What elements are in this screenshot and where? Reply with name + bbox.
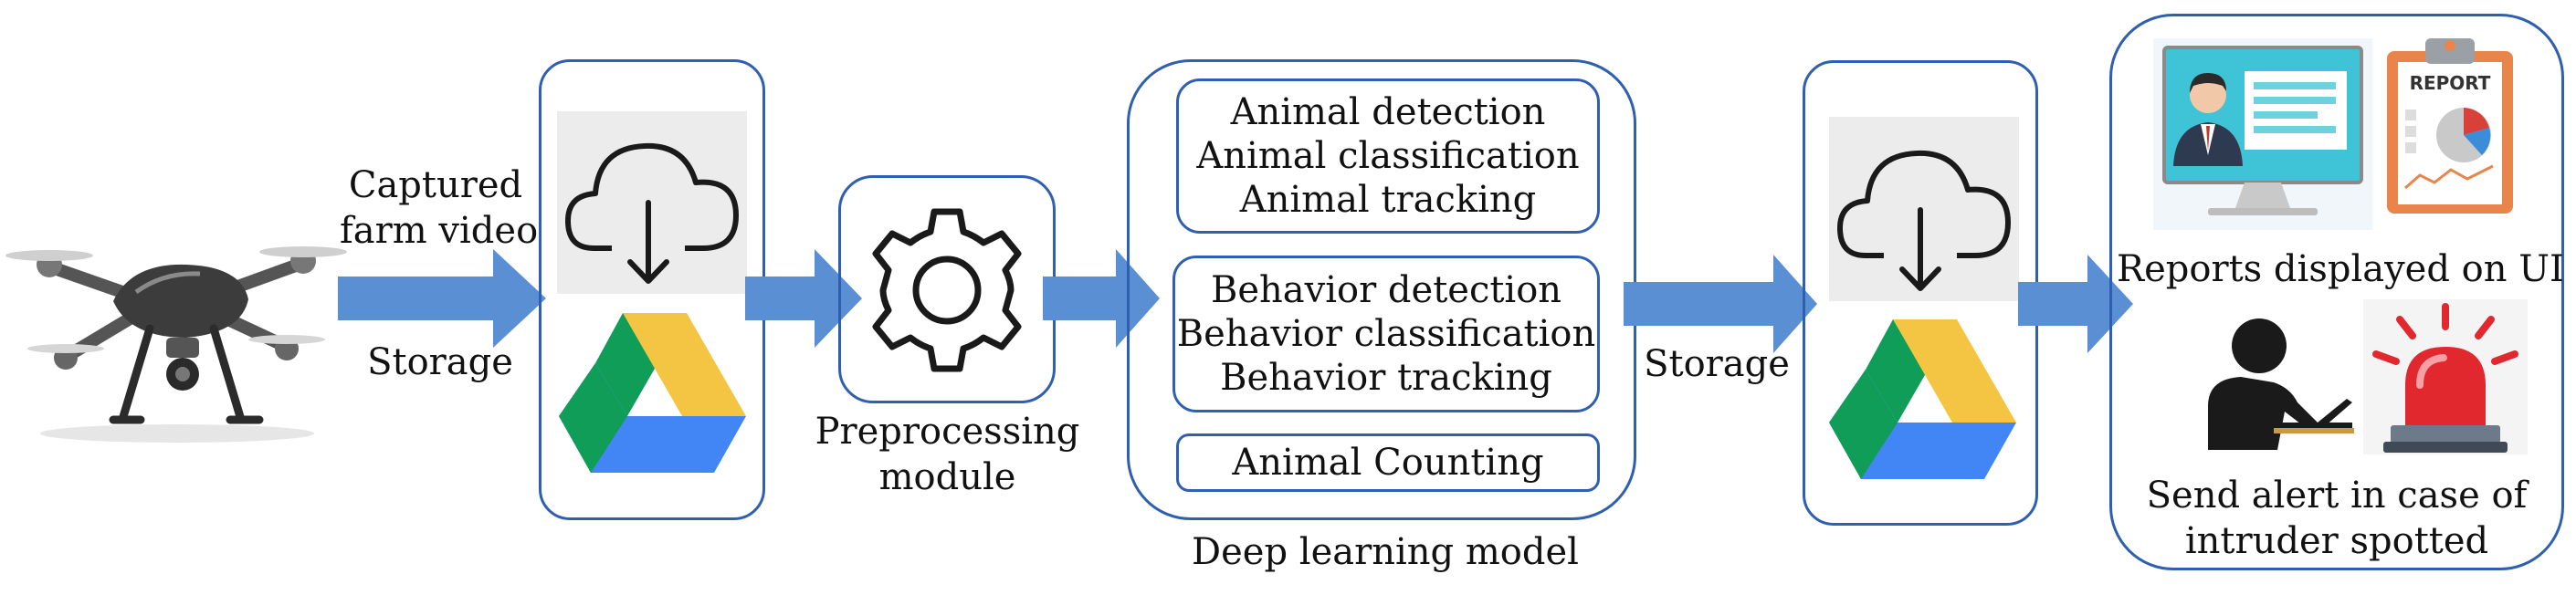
deep-learning-caption: Deep learning model xyxy=(1192,531,1579,573)
alert-caption: Send alert in case of intruder spotted xyxy=(2146,475,2528,562)
report-board-text: REPORT xyxy=(2410,72,2491,94)
arrow-storage-to-outputs xyxy=(2018,255,2133,353)
reports-caption: Reports displayed on UI xyxy=(2117,248,2564,290)
cloud-download-icon-2 xyxy=(1837,150,2011,291)
intruder-laptop-icon xyxy=(2208,318,2354,450)
cloud-download-tile-1 xyxy=(557,111,747,294)
preprocessing-label: Preprocessing module xyxy=(815,411,1080,498)
arrow-drone-to-storage xyxy=(338,249,546,348)
storage-label-2: Storage xyxy=(1644,343,1790,385)
monitor-presenter-icon xyxy=(2153,38,2372,230)
behavior-tasks-box: Behavior detection Behavior classificati… xyxy=(1172,256,1600,412)
alarm-siren-icon xyxy=(2363,299,2528,454)
arrow-preprocessing-to-model xyxy=(1043,249,1160,348)
arrow-storage-to-preprocessing xyxy=(745,249,862,348)
drone-icon xyxy=(5,246,347,443)
storage-label-1: Storage xyxy=(367,341,513,383)
gear-icon xyxy=(872,208,1022,372)
animal-tracking-text: Animal tracking xyxy=(1239,179,1537,221)
animal-classification-text: Animal classification xyxy=(1196,135,1580,177)
captured-video-label: Captured farm video xyxy=(340,164,539,252)
animal-counting-box: Animal Counting xyxy=(1176,433,1600,492)
animal-counting-text: Animal Counting xyxy=(1232,442,1544,484)
behavior-detection-text: Behavior detection xyxy=(1210,269,1562,311)
output-box xyxy=(2109,14,2564,570)
drone-image xyxy=(5,164,347,447)
report-clipboard-icon: REPORT xyxy=(2387,38,2513,214)
google-drive-icon-2 xyxy=(1829,319,2016,479)
behavior-tracking-text: Behavior tracking xyxy=(1220,357,1552,399)
animal-tasks-box: Animal detection Animal classification A… xyxy=(1176,78,1600,234)
cloud-download-icon xyxy=(565,142,739,284)
arrow-model-to-storage xyxy=(1624,255,1817,353)
google-drive-icon xyxy=(559,313,746,473)
behavior-classification-text: Behavior classification xyxy=(1176,313,1596,355)
cloud-download-tile-2 xyxy=(1829,117,2019,301)
animal-detection-text: Animal detection xyxy=(1230,91,1546,133)
